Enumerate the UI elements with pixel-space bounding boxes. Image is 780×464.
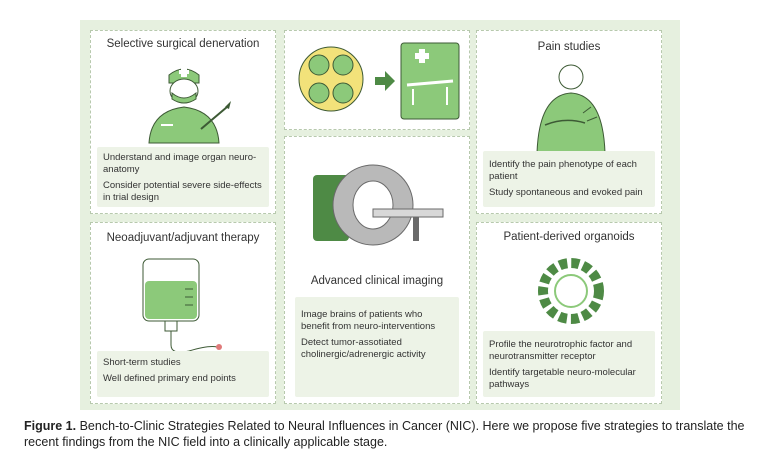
panel-advanced-imaging: Advanced clinical imaging Image brains o… (284, 136, 470, 404)
pain-point-2: Study spontaneous and evoked pain (489, 187, 643, 198)
imaging-notes-box: Image brains of patients who benefit fro… (295, 297, 459, 397)
organoid-plate-icon (298, 46, 364, 112)
panel-surgical-denervation: Selective surgical denervation Understan… (90, 30, 276, 214)
panel-title: Advanced clinical imaging (310, 275, 444, 287)
panel-patient-organoids: Patient-derived organoids Profile the ne… (476, 222, 662, 404)
organoid-point-2: Identify targetable neuro-molecular path… (489, 367, 636, 390)
neoadjuvant-notes-box: Short-term studies Well defined primary … (97, 351, 269, 397)
organoid-point-1: Profile the neurotrophic factor and neur… (489, 339, 633, 362)
surgical-point-2: Consider potential severe side-effects i… (103, 180, 262, 203)
imaging-point-2: Detect tumor-assotiated cholinergic/adre… (301, 337, 426, 360)
panel-title: Pain studies (537, 41, 601, 53)
caption-label: Figure 1. (24, 419, 77, 433)
hospital-bed-icon (400, 42, 460, 120)
neoadjuvant-point-2: Well defined primary end points (103, 373, 236, 384)
organoid-icon (538, 258, 604, 324)
figure-caption: Figure 1. Bench-to-Clinic Strategies Rel… (24, 418, 764, 450)
panel-organoid-to-patient (284, 30, 470, 130)
panel-title: Neoadjuvant/adjuvant therapy (106, 232, 260, 244)
surgical-point-1: Understand and image organ neuro-anatomy (103, 152, 257, 175)
iv-bag-icon (142, 258, 222, 353)
neoadjuvant-point-1: Short-term studies (103, 357, 181, 368)
arrow-right-icon (375, 71, 395, 91)
surgical-notes-box: Understand and image organ neuro-anatomy… (97, 147, 269, 207)
surgeon-icon (148, 67, 231, 144)
organoid-notes-box: Profile the neurotrophic factor and neur… (483, 331, 655, 397)
mri-scanner-icon (313, 164, 444, 246)
panel-neoadjuvant-therapy: Neoadjuvant/adjuvant therapy Short-term … (90, 222, 276, 404)
panel-title: Selective surgical denervation (106, 38, 260, 50)
imaging-point-1: Image brains of patients who benefit fro… (301, 309, 436, 332)
panel-pain-studies: Pain studies Identify the pain phenotype… (476, 30, 662, 214)
pain-point-1: Identify the pain phenotype of each pati… (489, 159, 637, 182)
panel-title: Patient-derived organoids (503, 231, 635, 243)
pain-patient-icon (536, 64, 606, 154)
caption-text: Bench-to-Clinic Strategies Related to Ne… (24, 419, 745, 449)
pain-notes-box: Identify the pain phenotype of each pati… (483, 151, 655, 207)
